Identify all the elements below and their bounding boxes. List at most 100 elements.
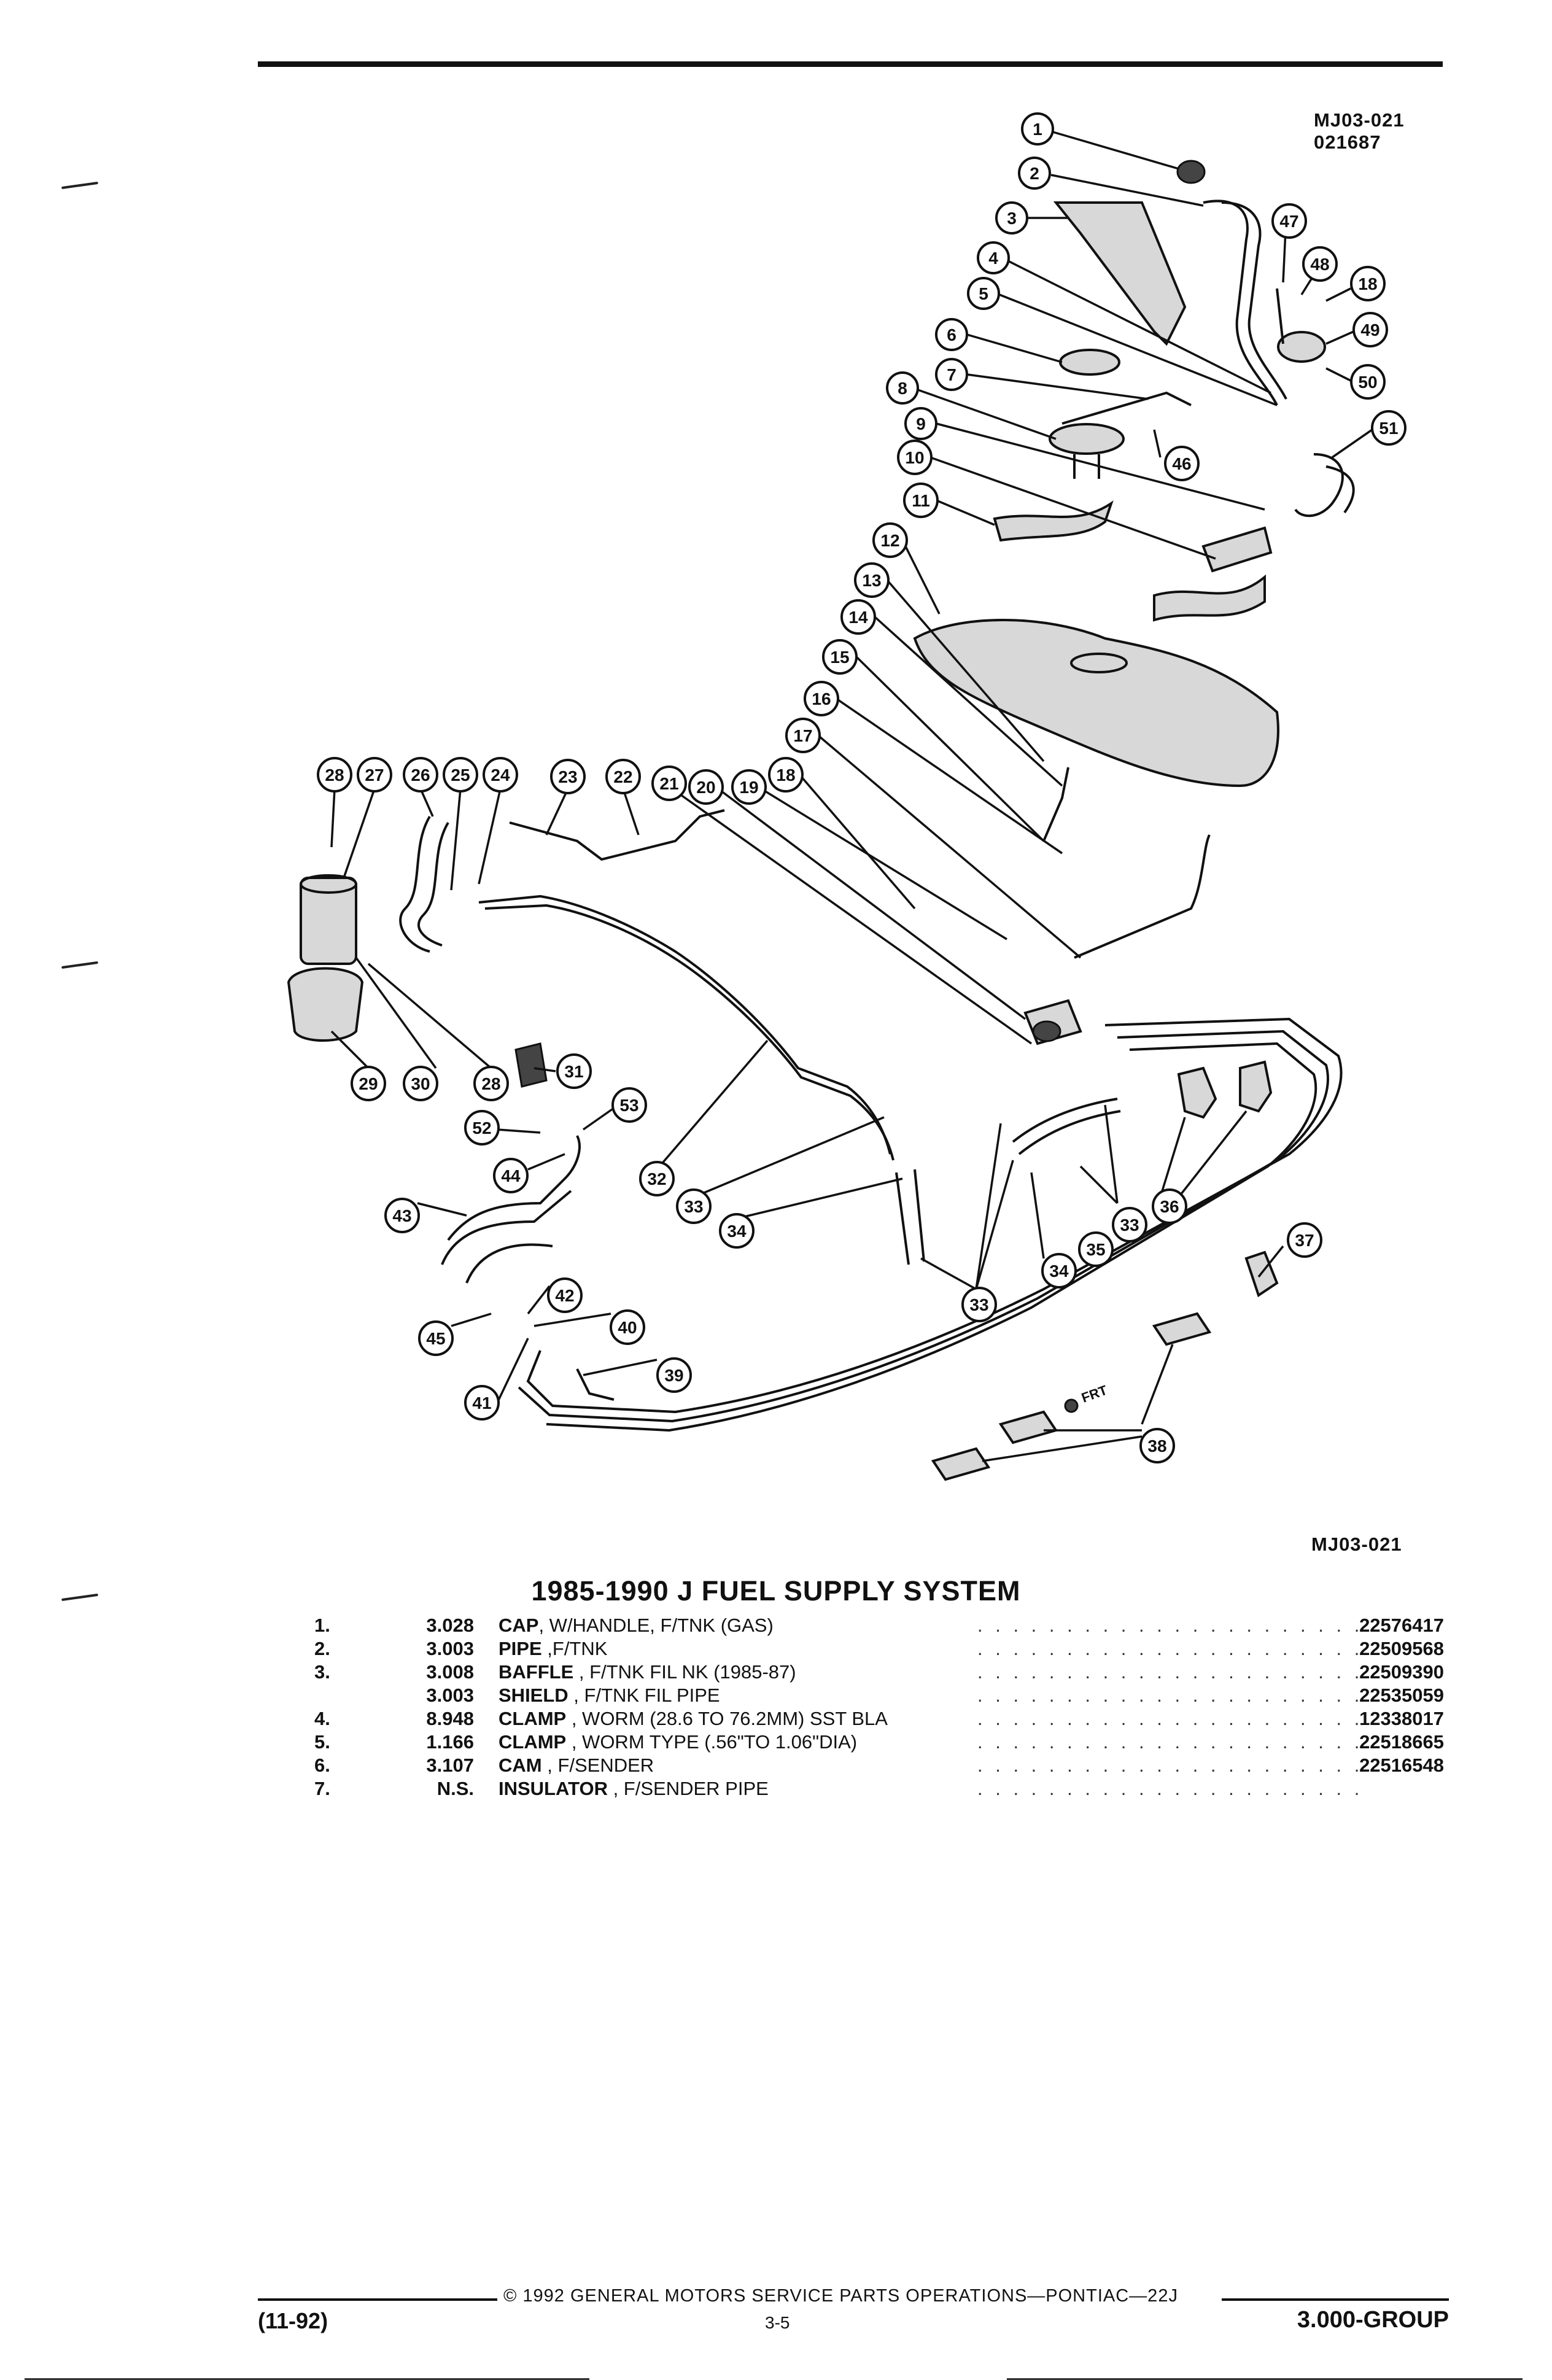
svg-text:42: 42: [555, 1286, 574, 1305]
callout-34-right: 34: [1041, 1253, 1077, 1289]
sender-pipe-part: [1061, 391, 1192, 425]
callout-29: 29: [351, 1066, 386, 1101]
callout-47: 47: [1271, 203, 1307, 239]
filler-pipe-part: [1203, 200, 1278, 406]
callout-38: 38: [1139, 1428, 1175, 1463]
svg-text:4: 4: [988, 249, 998, 268]
vapor-canister-part: [300, 874, 357, 894]
callout-41: 41: [464, 1385, 500, 1421]
footer-rule-left: [258, 2298, 497, 2301]
strap-part: [1042, 767, 1069, 842]
svg-text:11: 11: [912, 491, 930, 510]
leader-dots: . . . . . . . . . . . . . . . . . . . . …: [977, 1684, 1358, 1706]
parts-row: 1. 3.028 CAP, W/HANDLE, F/TNK (GAS) . . …: [314, 1614, 1444, 1638]
parts-row: 5. 1.166 CLAMP , WORM TYPE (.56"TO 1.06"…: [314, 1731, 1444, 1754]
svg-text:34: 34: [727, 1222, 747, 1241]
svg-text:9: 9: [916, 414, 926, 433]
svg-text:50: 50: [1358, 373, 1377, 392]
svg-text:32: 32: [647, 1169, 666, 1188]
item-name: CLAMP: [499, 1731, 567, 1753]
callout-46: 46: [1164, 446, 1200, 481]
svg-text:17: 17: [793, 726, 812, 745]
svg-text:26: 26: [411, 766, 430, 785]
svg-text:33: 33: [969, 1295, 988, 1314]
fuel-feed-pipe-part: [478, 894, 891, 1155]
sender-part: [1049, 423, 1125, 455]
parts-row: 6. 3.107 CAM , F/SENDER . . . . . . . . …: [314, 1754, 1444, 1778]
top-rule: [258, 61, 1443, 67]
item-description: , F/TNK FIL PIPE: [568, 1684, 720, 1706]
leader-dots: . . . . . . . . . . . . . . . . . . . . …: [977, 1638, 1358, 1659]
callout-32: 32: [639, 1161, 675, 1196]
leader-dots: . . . . . . . . . . . . . . . . . . . . …: [977, 1661, 1358, 1683]
callout-31: 31: [556, 1053, 592, 1089]
svg-text:43: 43: [392, 1206, 411, 1225]
callout-36: 36: [1152, 1188, 1187, 1224]
callout-42: 42: [547, 1277, 583, 1313]
leader-dots: . . . . . . . . . . . . . . . . . . . . …: [977, 1708, 1358, 1729]
line-retainer-part: [1152, 1312, 1212, 1346]
item-qty: 1.166: [426, 1731, 474, 1753]
callout-43: 43: [384, 1198, 420, 1233]
item-description: , WORM TYPE (.56"TO 1.06"DIA): [566, 1731, 858, 1753]
callout-35: 35: [1078, 1231, 1114, 1267]
svg-text:13: 13: [862, 571, 881, 590]
fuel-tank-part: [1070, 653, 1128, 673]
svg-text:40: 40: [618, 1318, 637, 1337]
callout-28-top: 28: [317, 757, 352, 793]
svg-text:28: 28: [481, 1074, 500, 1093]
callout-13: 13: [854, 562, 890, 598]
parts-drawing: FRT: [287, 160, 1355, 1481]
callout-39: 39: [656, 1357, 692, 1393]
svg-text:48: 48: [1310, 255, 1329, 274]
fuel-hose-part: [895, 1169, 925, 1265]
callout-27: 27: [357, 757, 392, 793]
callout-44: 44: [493, 1158, 529, 1193]
front-fuel-line-part: [465, 1243, 553, 1284]
item-number: 7.: [314, 1778, 330, 1799]
svg-text:31: 31: [564, 1062, 583, 1081]
callout-17: 17: [785, 718, 821, 753]
callout-48: 48: [1302, 246, 1338, 282]
item-qty: 3.107: [426, 1754, 474, 1776]
item-name: INSULATOR: [499, 1778, 608, 1799]
bracket-part: [1276, 288, 1284, 344]
baffle-part: [1053, 201, 1187, 346]
item-number: 6.: [314, 1754, 330, 1776]
callout-3: 3: [995, 201, 1028, 235]
fuel-system-exploded-diagram: FRT: [287, 112, 1407, 1481]
svg-text:23: 23: [558, 767, 577, 786]
vapor-canister-part: [300, 877, 357, 965]
underbody-fuel-line-part: [518, 1029, 1329, 1423]
svg-text:18: 18: [776, 766, 795, 785]
callout-5: 5: [967, 277, 1000, 310]
callout-53: 53: [611, 1087, 647, 1123]
item-number: 4.: [314, 1708, 330, 1729]
item-qty: 3.028: [426, 1614, 474, 1636]
svg-text:22: 22: [613, 767, 632, 786]
sender-part: [1073, 454, 1100, 479]
svg-text:12: 12: [880, 531, 899, 550]
line-retainer-part: [931, 1447, 991, 1481]
underbody-fuel-line-part: [546, 1042, 1317, 1432]
callout-37: 37: [1287, 1222, 1322, 1258]
item-qty: 3.003: [426, 1684, 474, 1706]
svg-text:6: 6: [947, 325, 956, 344]
svg-text:36: 36: [1160, 1197, 1179, 1216]
svg-text:33: 33: [1120, 1215, 1139, 1235]
callout-22: 22: [605, 759, 641, 794]
svg-text:3: 3: [1007, 209, 1017, 228]
underbody-fuel-line-part: [576, 1368, 615, 1401]
svg-text:53: 53: [619, 1096, 638, 1115]
hose-part: [1325, 465, 1355, 514]
callout-18-lower: 18: [768, 757, 804, 793]
vapor-hose-part: [399, 815, 431, 953]
callout-12: 12: [872, 522, 908, 558]
svg-text:47: 47: [1279, 212, 1298, 231]
fuel-hose-part: [1012, 1098, 1121, 1155]
item-number: 3.: [314, 1661, 330, 1683]
leader-dots: . . . . . . . . . . . . . . . . . . . . …: [977, 1778, 1358, 1799]
svg-text:28: 28: [325, 766, 344, 785]
callout-10: 10: [897, 440, 933, 475]
part-number: 22518665: [1359, 1731, 1444, 1753]
